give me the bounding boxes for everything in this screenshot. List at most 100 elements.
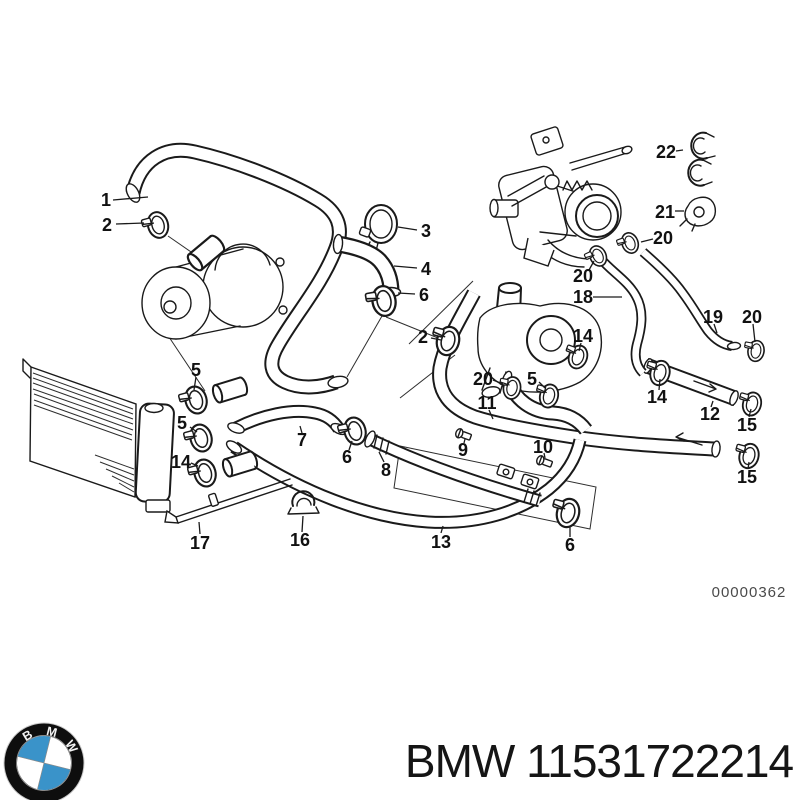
callout-4: 4 [421, 259, 431, 279]
clamp-3 [358, 204, 398, 252]
callout-leader-13 [440, 525, 444, 534]
hose-4-elbow [333, 233, 402, 296]
clamp-6-hose7 [335, 414, 370, 450]
callout-8: 8 [381, 460, 391, 480]
clamp-6-pipe-end [547, 493, 584, 531]
clamp-5-rad-mid [181, 421, 216, 457]
callout-leader-5 [538, 381, 546, 389]
callout-14: 14 [573, 326, 593, 346]
callout-17: 17 [190, 533, 210, 553]
callout-22: 22 [656, 142, 676, 162]
callout-2: 2 [418, 327, 428, 347]
callout-leader-20 [492, 379, 504, 385]
callout-10: 10 [533, 437, 553, 457]
throttle-spring [562, 180, 593, 191]
callout-leader-22 [675, 149, 684, 152]
callout-20: 20 [573, 266, 593, 286]
callout-20: 20 [742, 307, 762, 327]
callout-16: 16 [290, 530, 310, 550]
logo-quadrant-blue-2 [37, 763, 71, 790]
hose-11-pipe [440, 293, 721, 458]
radiator [22, 358, 175, 513]
thermostat-housing [476, 282, 602, 398]
callout-leader-17 [198, 521, 201, 535]
callout-12: 12 [700, 404, 720, 424]
clamp-15-lower [731, 439, 763, 472]
bmw-logo: B M W [3, 722, 85, 800]
callout-18: 18 [573, 287, 593, 307]
callout-leader-12 [710, 400, 714, 408]
logo-letter-m: M [45, 724, 58, 740]
hose-18 [601, 259, 643, 373]
hose-stub-bottom [220, 449, 260, 479]
throttle-body [489, 126, 633, 268]
callout-leader-14 [658, 378, 661, 391]
callout-leader-2 [430, 337, 442, 341]
callout-leader-19 [713, 323, 718, 334]
callout-leader-2 [115, 222, 145, 225]
radiator-tank [134, 402, 175, 504]
callout-leader-10 [543, 452, 546, 459]
callout-19: 19 [703, 307, 723, 327]
callout-leader-20 [752, 323, 756, 343]
callout-6: 6 [419, 285, 429, 305]
callout-leader-20 [588, 260, 595, 271]
callout-leader-3 [397, 226, 418, 231]
water-pump [141, 232, 288, 340]
callout-20: 20 [473, 369, 493, 389]
clamp-2-top [139, 208, 173, 243]
hose-19 [643, 252, 742, 350]
callout-leader-5 [193, 376, 197, 391]
clamp-14-rad [185, 456, 220, 492]
callout-leader-15 [748, 408, 752, 418]
part-21-cap [679, 196, 717, 232]
hose-7 [227, 411, 348, 436]
callout-1: 1 [101, 190, 111, 210]
callout-14: 14 [647, 387, 667, 407]
callout-leader-16 [301, 515, 304, 533]
callout-2: 2 [102, 215, 112, 235]
callout-leader-8 [378, 451, 385, 463]
clamp-20-throttle-a [614, 229, 642, 258]
callout-7: 7 [297, 430, 307, 450]
part-number-text: BMW 11531722214 [405, 735, 794, 787]
flow-arrow-left [675, 432, 703, 446]
callout-leader-15 [747, 461, 750, 470]
bracket-17 [164, 478, 293, 524]
callout-leader-11 [488, 409, 494, 420]
callout-14: 14 [171, 452, 191, 472]
part-22-clip-shells [687, 131, 716, 187]
callout-6: 6 [565, 535, 575, 555]
throttle-rod [569, 146, 628, 171]
callout-9: 9 [458, 440, 468, 460]
radiator-filler-neck [144, 402, 164, 414]
callout-leader-6 [348, 440, 353, 451]
callout-5: 5 [191, 360, 201, 380]
watermark-number: 00000362 [712, 584, 787, 601]
callout-leader-4 [393, 265, 418, 269]
clip-16 [287, 490, 320, 515]
hose-stub-top [210, 375, 250, 405]
callout-leader-9 [463, 438, 466, 444]
clamp-20-hose19 [741, 337, 767, 364]
footer: B M W BMW 11531722214 [3, 722, 795, 800]
callout-leader-5 [189, 426, 198, 433]
callout-13: 13 [431, 532, 451, 552]
throttle-bracket [530, 126, 564, 156]
callout-15: 15 [737, 415, 757, 435]
callout-11: 11 [477, 393, 496, 413]
callout-leader-6 [397, 292, 416, 295]
callout-leader-14 [578, 342, 582, 352]
hose-8-ribbed [364, 430, 540, 506]
callout-5: 5 [527, 369, 537, 389]
callout-leader-20 [640, 238, 654, 243]
callout-leader-1 [112, 196, 149, 201]
callout-5: 5 [177, 413, 187, 433]
callout-3: 3 [421, 221, 431, 241]
callout-leader-7 [299, 425, 303, 434]
callout-20: 20 [653, 228, 673, 248]
callout-leader-14 [190, 462, 199, 467]
